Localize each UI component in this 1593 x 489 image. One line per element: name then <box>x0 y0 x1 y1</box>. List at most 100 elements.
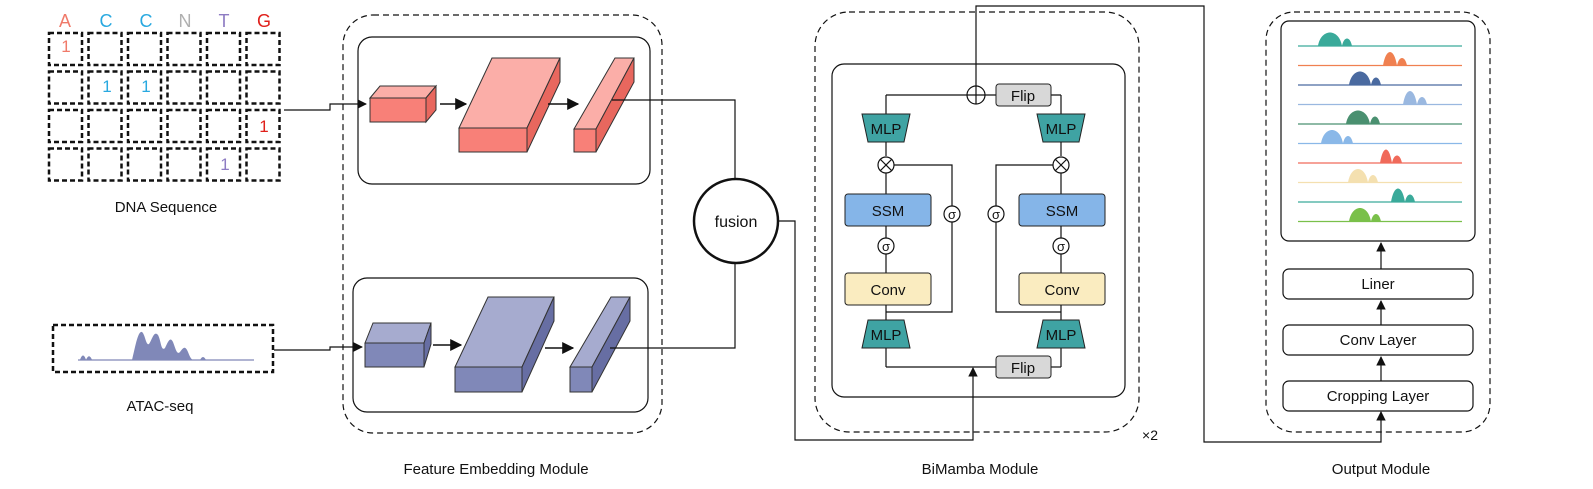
onehot-cell <box>126 31 163 67</box>
atac-block-1 <box>364 322 432 368</box>
dna-block-2 <box>458 57 561 153</box>
output-track-peak <box>1380 149 1402 163</box>
onehot-cell <box>47 31 84 67</box>
onehot-cell <box>166 108 202 144</box>
onehot-cell <box>245 70 281 105</box>
onehot-one-c1: 1 <box>102 77 111 96</box>
fusion-node: fusion <box>692 177 780 265</box>
onehot-cell <box>245 31 281 67</box>
mlp-top-left <box>861 113 911 143</box>
output-tracks <box>1298 32 1462 223</box>
atac-embedding-inner <box>352 277 649 413</box>
liner-layer <box>1282 268 1474 300</box>
ssm-right-label: SSM <box>1046 203 1079 220</box>
left-branch: MLP SSM σ Conv MLP σ <box>844 113 961 349</box>
flip-bottom-label: Flip <box>1011 360 1035 377</box>
onehot-cell <box>245 147 281 182</box>
mlp-top-right <box>1036 113 1086 143</box>
onehot-cell <box>87 147 123 182</box>
onehot-cell <box>47 147 84 182</box>
output-tracks-box <box>1280 20 1476 242</box>
output-track-peak <box>1349 208 1381 222</box>
conv-layer-label: Conv Layer <box>1340 332 1417 349</box>
dna-base-a: A <box>59 11 71 31</box>
onehot-cell <box>126 108 163 144</box>
output-track-peak <box>1383 52 1407 66</box>
onehot-cell <box>47 70 84 105</box>
atac-block-2 <box>454 296 555 393</box>
conv-left <box>844 272 932 306</box>
dna-base-t: T <box>219 11 230 31</box>
mlp-bottom-right <box>1036 319 1086 349</box>
dna-sequence-panel: A C C N T G 1 1 1 1 1 DNA Sequence <box>47 11 281 216</box>
onehot-cell <box>87 31 123 67</box>
onehot-cell <box>205 147 242 182</box>
output-module: Liner Conv Layer Cropping Layer Output M… <box>1265 11 1491 478</box>
dna-embedding-inner <box>357 36 651 185</box>
cropping-layer-label: Cropping Layer <box>1327 388 1430 405</box>
mlp-top-right-label: MLP <box>1046 121 1077 138</box>
conv-layer <box>1282 324 1474 356</box>
onehot-cell <box>245 108 281 144</box>
flip-top-label: Flip <box>1011 88 1035 105</box>
mlp-top-left-label: MLP <box>871 121 902 138</box>
sigma-left-inner-label: σ <box>882 239 890 254</box>
flip-top <box>995 83 1052 107</box>
cropping-layer <box>1282 380 1474 412</box>
output-outer <box>1265 11 1491 433</box>
onehot-cell <box>166 147 202 182</box>
onehot-cell <box>47 108 84 144</box>
atac-seq-panel: ATAC-seq <box>51 323 275 415</box>
dna-sequence-caption: DNA Sequence <box>115 199 218 216</box>
onehot-cell <box>87 70 123 105</box>
atac-track-box <box>51 323 275 374</box>
fusion-label: fusion <box>715 214 758 231</box>
onehot-one-g: 1 <box>259 117 268 136</box>
dna-to-embedding-line <box>284 99 367 111</box>
onehot-one-c2: 1 <box>141 77 150 96</box>
onehot-one-a: 1 <box>61 37 70 56</box>
conv-right <box>1018 272 1106 306</box>
feature-embedding-outer <box>342 14 663 434</box>
dna-base-c1: C <box>100 11 113 31</box>
onehot-cell <box>166 31 202 67</box>
onehot-cell <box>126 70 163 105</box>
output-track-peak <box>1321 130 1353 144</box>
bimamba-repeat: ×2 <box>1142 427 1158 443</box>
bimamba-outer <box>814 11 1140 433</box>
bimamba-module: Flip Flip MLP SSM σ Conv MLP <box>814 5 1386 478</box>
output-title: Output Module <box>1332 461 1430 478</box>
mlp-bottom-right-label: MLP <box>1046 327 1077 344</box>
fusion-to-bimamba-line <box>778 220 978 441</box>
onehot-cell <box>205 31 242 67</box>
dna-base-n: N <box>179 11 192 31</box>
flip-bottom <box>995 355 1052 379</box>
atac-to-embedding-line <box>274 342 363 352</box>
output-track-peak <box>1346 110 1380 124</box>
output-track-peak <box>1318 32 1352 46</box>
onehot-cell <box>166 70 202 105</box>
sigma-right-gate-label: σ <box>992 207 1000 222</box>
onehot-cell <box>87 108 123 144</box>
atac-signal-peaks <box>80 331 206 360</box>
atac-block-3 <box>569 296 631 393</box>
conv-left-label: Conv <box>870 282 906 299</box>
onehot-cell <box>205 70 242 105</box>
ssm-left-label: SSM <box>872 203 905 220</box>
mlp-bottom-left-label: MLP <box>871 327 902 344</box>
onehot-cell <box>205 108 242 144</box>
sigma-left-gate-label: σ <box>948 207 956 222</box>
mlp-bottom-left <box>861 319 911 349</box>
dna-block-1 <box>368 84 438 124</box>
dna-base-g: G <box>257 11 271 31</box>
output-track-peak <box>1403 91 1427 105</box>
atac-seq-caption: ATAC-seq <box>127 398 194 415</box>
output-track-peak <box>1391 188 1415 202</box>
onehot-cell <box>126 147 163 182</box>
dna-base-c2: C <box>140 11 153 31</box>
output-track-peak <box>1348 169 1378 183</box>
bimamba-residual-line <box>975 5 1386 443</box>
output-track-peak <box>1349 71 1381 85</box>
dna-block-3 <box>573 57 635 153</box>
